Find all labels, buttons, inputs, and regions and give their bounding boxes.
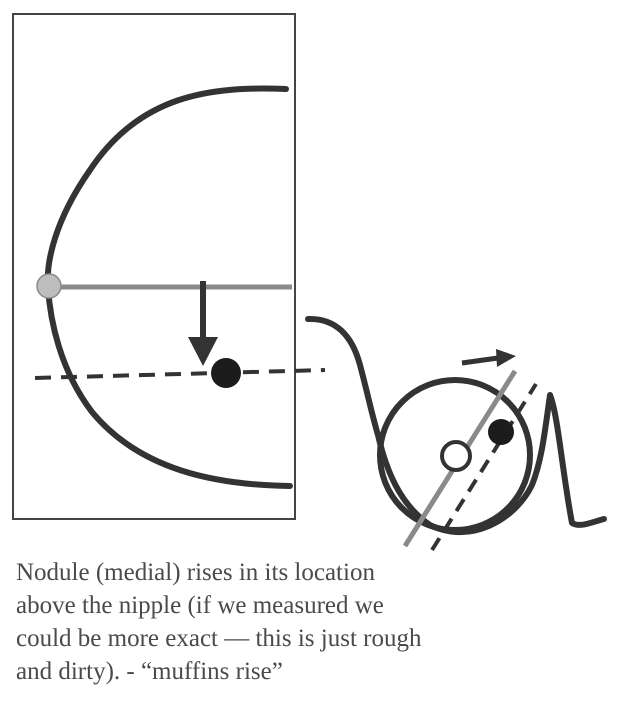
oblique-nipple-marker [440, 440, 472, 472]
nodule-level-dashed-line [34, 368, 326, 380]
caption-line: could be more exact — this is just rough [16, 625, 422, 652]
breast-circle [377, 377, 533, 533]
nipple-marker [36, 273, 62, 299]
breast-nodule-diagram [12, 13, 607, 552]
oblique-nodule-marker [488, 419, 514, 445]
caption-line: above the nipple (if we measured we [16, 592, 384, 619]
view-frame [12, 13, 296, 520]
rise-arrow-head [496, 349, 516, 367]
oblique-nodule-dashed-line [430, 382, 538, 552]
caption-line: and dirty). - “muffins rise” [16, 658, 283, 685]
caption: Nodule (medial) rises in its location ab… [16, 556, 606, 688]
down-arrow-head [188, 337, 218, 366]
nodule-marker [211, 358, 241, 388]
rise-arrow-shaft [461, 355, 499, 366]
profile-outline [305, 315, 607, 536]
caption-line: Nodule (medial) rises in its location [16, 559, 375, 586]
